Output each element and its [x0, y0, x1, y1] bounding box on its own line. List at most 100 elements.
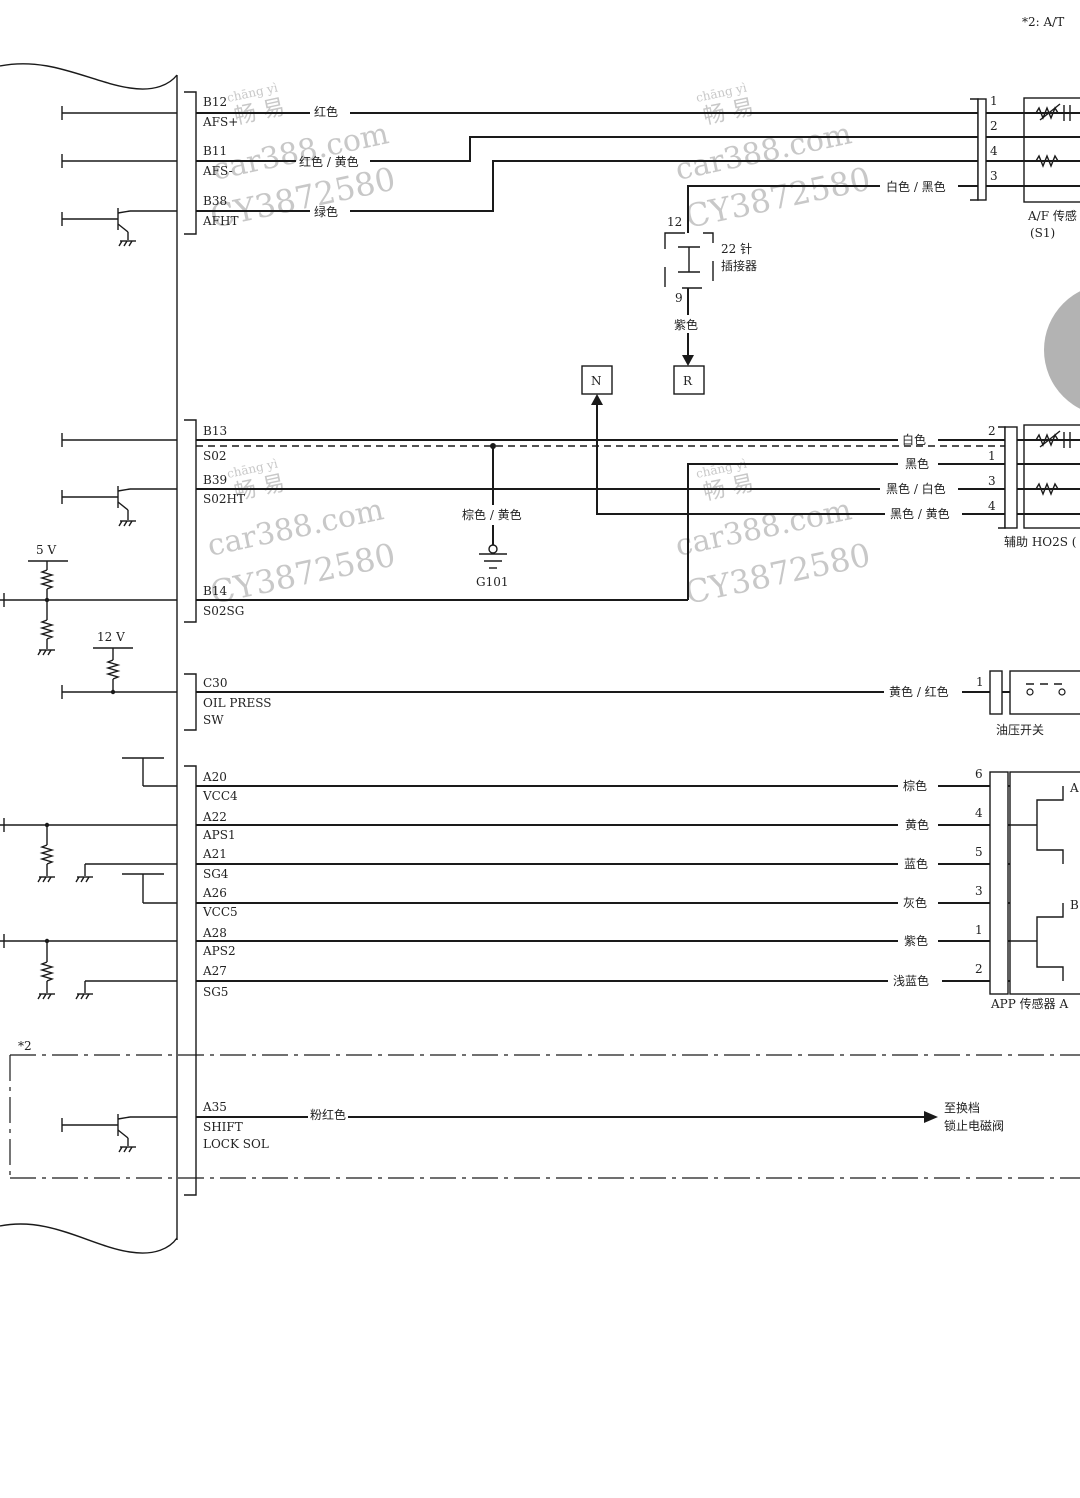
at-note: *2: A/T: [1022, 15, 1064, 29]
box-r-label: R: [683, 374, 693, 388]
app-pin-5: 5: [975, 845, 983, 859]
app-pin-1: 1: [975, 923, 983, 937]
app-b-label: B: [1070, 898, 1079, 912]
ho2s-pin-3: 3: [988, 474, 996, 488]
oil-switch-label: 油压开关: [996, 723, 1044, 737]
oil-pin-1: 1: [976, 675, 984, 689]
voltage-12v: 12 V: [97, 630, 125, 644]
pin-a28: A28: [202, 926, 227, 940]
pin-a27: A27: [202, 964, 227, 978]
wire-color-gray: 灰色: [903, 896, 927, 910]
pin-lock-sol: LOCK SOL: [203, 1137, 269, 1151]
app-sensor-label: APP 传感器 A: [990, 996, 1068, 1011]
wire-color-light-blue: 浅蓝色: [893, 974, 929, 988]
aux-ho2s-label: 辅助 HO2S (: [1004, 535, 1076, 549]
ho2s-pin-1: 1: [988, 449, 996, 463]
connector-name-2: 插接器: [721, 258, 757, 273]
app-sensor: A B 6 4 5 3 1 2 APP 传感器 A: [975, 767, 1080, 1011]
shift-lock-label-2: 锁止电磁阀: [944, 1118, 1004, 1133]
wire-color-green: 绿色: [314, 204, 338, 219]
af-sensor-label: A/F 传感: [1027, 208, 1077, 223]
connector-pin-top: 12: [667, 215, 682, 229]
af-pin-1: 1: [990, 94, 998, 108]
wire-color-blue: 蓝色: [904, 857, 928, 871]
pin-s02sg: S02SG: [203, 604, 244, 618]
wire-color-purple2: 紫色: [904, 934, 928, 948]
pin-sg5: SG5: [203, 985, 228, 999]
wire-color-black-yellow: 黑色 / 黄色: [890, 507, 950, 521]
pin-vcc4: VCC4: [202, 789, 238, 803]
connector-name-1: 22 针: [721, 241, 752, 256]
gray-disc: [1044, 291, 1080, 409]
arrow-right: [924, 1111, 938, 1123]
box-n-label: N: [591, 374, 602, 388]
pin-b12: B12: [203, 95, 227, 109]
wire-color-black: 黑色: [905, 457, 929, 471]
app-pin-4: 4: [975, 806, 983, 820]
wire-color-white: 白色: [902, 432, 926, 447]
wire-color-red-yellow: 红色 / 黄色: [299, 154, 359, 169]
wire-color-black-white: 黑色 / 白色: [886, 481, 946, 496]
wire-color-yellow-red: 黄色 / 红色: [889, 684, 949, 699]
wire-color-purple: 紫色: [674, 318, 698, 332]
af-sensor-id: (S1): [1030, 226, 1055, 240]
pin-b13: B13: [203, 424, 227, 438]
af-pin-3: 3: [990, 169, 998, 183]
af-pin-4: 4: [990, 144, 998, 158]
app-pin-2: 2: [975, 962, 983, 976]
pin-afht: AFHT: [202, 214, 238, 228]
wire-color-white-black: 白色 / 黑色: [886, 179, 946, 194]
connector-brackets: [184, 91, 197, 1196]
pin-aps2: APS2: [202, 944, 236, 958]
app-pin-6: 6: [975, 767, 983, 781]
shift-lock-label-1: 至换档: [944, 1101, 980, 1115]
arrow-down: [682, 355, 694, 366]
wire-color-brown-yellow: 棕色 / 黄色: [462, 507, 522, 522]
pin-b14: B14: [203, 584, 227, 598]
ho2s-pin-2: 2: [988, 424, 996, 438]
pin-sw: SW: [203, 713, 224, 727]
pin-s02: S02: [203, 449, 227, 463]
star2-note: *2: [18, 1039, 32, 1053]
wire-color-yellow: 黄色: [905, 818, 929, 832]
pin-a26: A26: [202, 886, 227, 900]
pin-aps1: APS1: [202, 828, 236, 842]
wire-color-red: 红色: [314, 104, 338, 119]
pin-a22: A22: [202, 810, 227, 824]
connector-pin-bottom: 9: [675, 291, 683, 305]
pin-shift: SHIFT: [203, 1120, 243, 1134]
pin-a35: A35: [202, 1100, 227, 1114]
ground-g101: G101: [476, 575, 509, 589]
wire-color-labels: 红色 红色 / 黄色 绿色 白色 / 黑色 白色 黑色 黑色 / 白色 黑色 /…: [299, 104, 950, 1122]
voltage-5v: 5 V: [36, 543, 56, 557]
arrow-up: [591, 394, 603, 405]
ecm-pin-labels: B12 AFS+ B11 AFS- B38 AFHT B13 S02 B39 S…: [202, 95, 271, 1151]
pin-b38: B38: [203, 194, 227, 208]
internal-circuits: 5 V 12 V: [0, 106, 177, 1153]
wires: [196, 112, 1010, 1123]
pin-b39: B39: [203, 473, 227, 487]
af-sensor: 1 2 4 3 A/F 传感 (S1): [970, 94, 1080, 240]
box-r: [673, 365, 705, 395]
pin-b11: B11: [203, 144, 227, 158]
pin-vcc5: VCC5: [202, 905, 238, 919]
oil-pressure-switch: 1 油压开关: [976, 670, 1080, 737]
pin-a20: A20: [202, 770, 227, 784]
wire-color-brown: 棕色: [903, 778, 927, 793]
box-n: [581, 365, 613, 395]
pin-a21: A21: [202, 847, 227, 861]
at-region: *2 至换档 锁止电磁阀: [9, 1039, 1080, 1179]
ho2s-pin-4: 4: [988, 499, 996, 513]
pin-afs-minus: AFS-: [202, 164, 233, 178]
pin-c30: C30: [203, 676, 227, 690]
pin-sg4: SG4: [203, 867, 229, 881]
aux-ho2s: 2 1 3 4 辅助 HO2S (: [988, 424, 1080, 549]
wire-color-pink: 粉红色: [310, 1107, 346, 1122]
pin-oil-press: OIL PRESS: [203, 696, 271, 710]
af-pin-2: 2: [990, 119, 998, 133]
pin-s02ht: S02HT: [203, 492, 245, 506]
app-a-label: A: [1069, 781, 1079, 795]
pin-afs-plus: AFS+: [202, 115, 238, 129]
app-pin-3: 3: [975, 884, 983, 898]
